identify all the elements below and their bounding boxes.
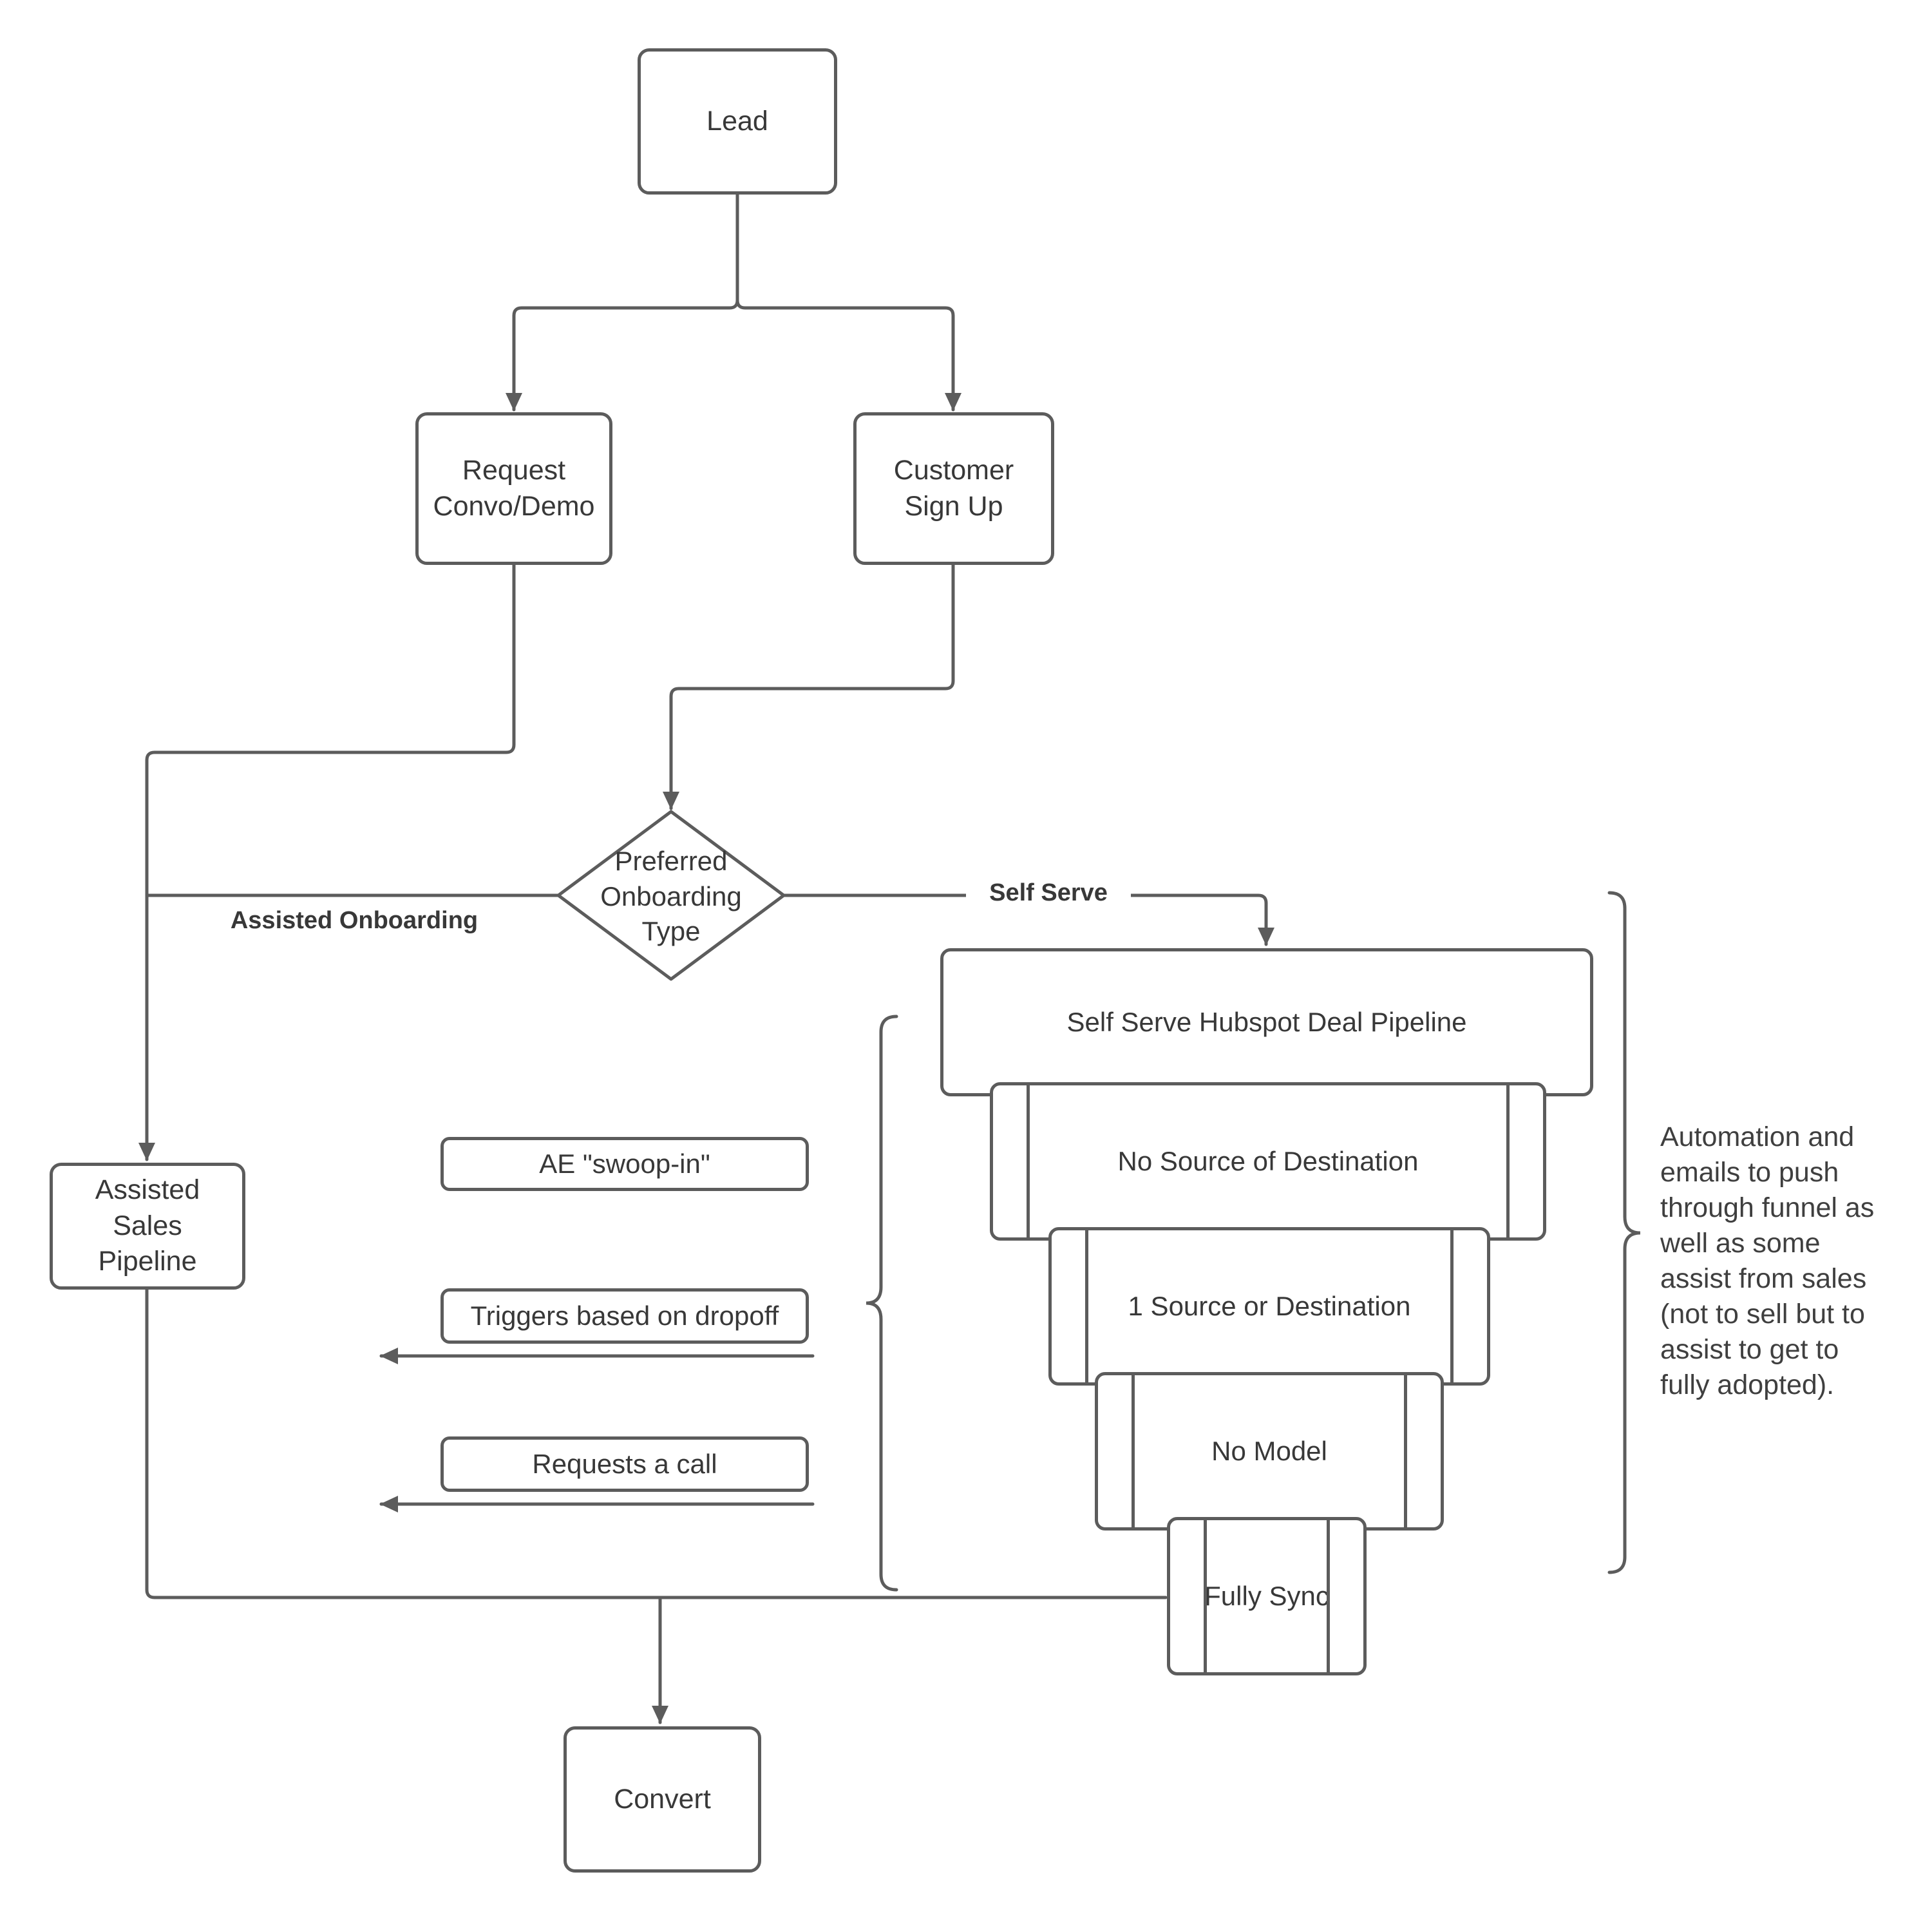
node-fully-sync[interactable]: Fully Sync	[1167, 1517, 1367, 1675]
node-convert-label: Convert	[614, 1783, 711, 1815]
right-curly-brace	[1607, 891, 1641, 1574]
node-self-serve-hubspot-deal-pipeline-label: Self Serve Hubspot Deal Pipeline	[1066, 1006, 1467, 1037]
node-preferred-onboarding-type-label-wrap: Preferred Onboarding Type	[586, 832, 756, 961]
node-ae-swoop-in-label: AE "swoop-in"	[539, 1148, 710, 1179]
inner-line-left	[1132, 1375, 1135, 1527]
node-triggers-based-on-dropoff-label: Triggers based on dropoff	[470, 1300, 779, 1331]
left-curly-brace	[866, 1015, 898, 1592]
node-self-serve-hubspot-deal-pipeline[interactable]: Self Serve Hubspot Deal Pipeline	[940, 948, 1593, 1096]
node-no-model-label: No Model	[1211, 1435, 1327, 1466]
node-1-source-or-destination-label: 1 Source or Destination	[1128, 1290, 1411, 1321]
node-preferred-onboarding-type-label: Preferred Onboarding Type	[600, 846, 742, 947]
node-assisted-sales-pipeline[interactable]: Assisted Sales Pipeline	[50, 1163, 245, 1290]
node-no-model[interactable]: No Model	[1095, 1372, 1444, 1531]
node-fully-sync-label: Fully Sync	[1204, 1580, 1329, 1611]
inner-line-right	[1506, 1085, 1510, 1237]
inner-line-left	[1204, 1520, 1207, 1672]
node-no-source-of-destination-label: No Source of Destination	[1117, 1145, 1419, 1176]
funnel-annotation-text: Automation and emails to push through fu…	[1660, 1121, 1875, 1401]
edge-lead-to-customer	[735, 298, 961, 412]
node-no-source-of-destination[interactable]: No Source of Destination	[990, 1082, 1546, 1241]
node-assisted-sales-pipeline-label: Assisted Sales Pipeline	[95, 1174, 200, 1277]
node-lead[interactable]: Lead	[638, 48, 837, 195]
edge-label-self-serve: Self Serve	[966, 875, 1131, 911]
edge-diamond-selfserve-branch	[782, 893, 1274, 946]
node-ae-swoop-in[interactable]: AE "swoop-in"	[440, 1137, 809, 1191]
inner-line-right	[1404, 1375, 1407, 1527]
edge-request-to-assisted-pipeline	[138, 563, 516, 1161]
node-requests-a-call-label: Requests a call	[532, 1448, 717, 1479]
inner-line-right	[1450, 1230, 1454, 1382]
node-requests-a-call[interactable]: Requests a call	[440, 1436, 809, 1492]
edge-label-assisted-onboarding: Assisted Onboarding	[230, 907, 478, 934]
edge-assisted-pipeline-to-bottom	[145, 1288, 1168, 1599]
node-convert[interactable]: Convert	[564, 1726, 761, 1873]
node-lead-label: Lead	[706, 105, 768, 137]
inner-line-left	[1027, 1085, 1030, 1237]
node-request-convo-demo[interactable]: Request Convo/Demo	[415, 412, 612, 565]
edge-lead-to-request	[506, 193, 739, 412]
edge-customer-to-diamond	[663, 563, 955, 810]
node-preferred-onboarding-type-shape[interactable]	[556, 810, 786, 981]
node-customer-sign-up-label: Customer Sign Up	[893, 454, 1014, 522]
node-1-source-or-destination[interactable]: 1 Source or Destination	[1048, 1227, 1490, 1386]
node-request-convo-demo-label: Request Convo/Demo	[433, 454, 595, 522]
inner-line-left	[1085, 1230, 1088, 1382]
inner-line-right	[1327, 1520, 1330, 1672]
node-triggers-based-on-dropoff[interactable]: Triggers based on dropoff	[440, 1288, 809, 1344]
node-customer-sign-up[interactable]: Customer Sign Up	[853, 412, 1054, 565]
